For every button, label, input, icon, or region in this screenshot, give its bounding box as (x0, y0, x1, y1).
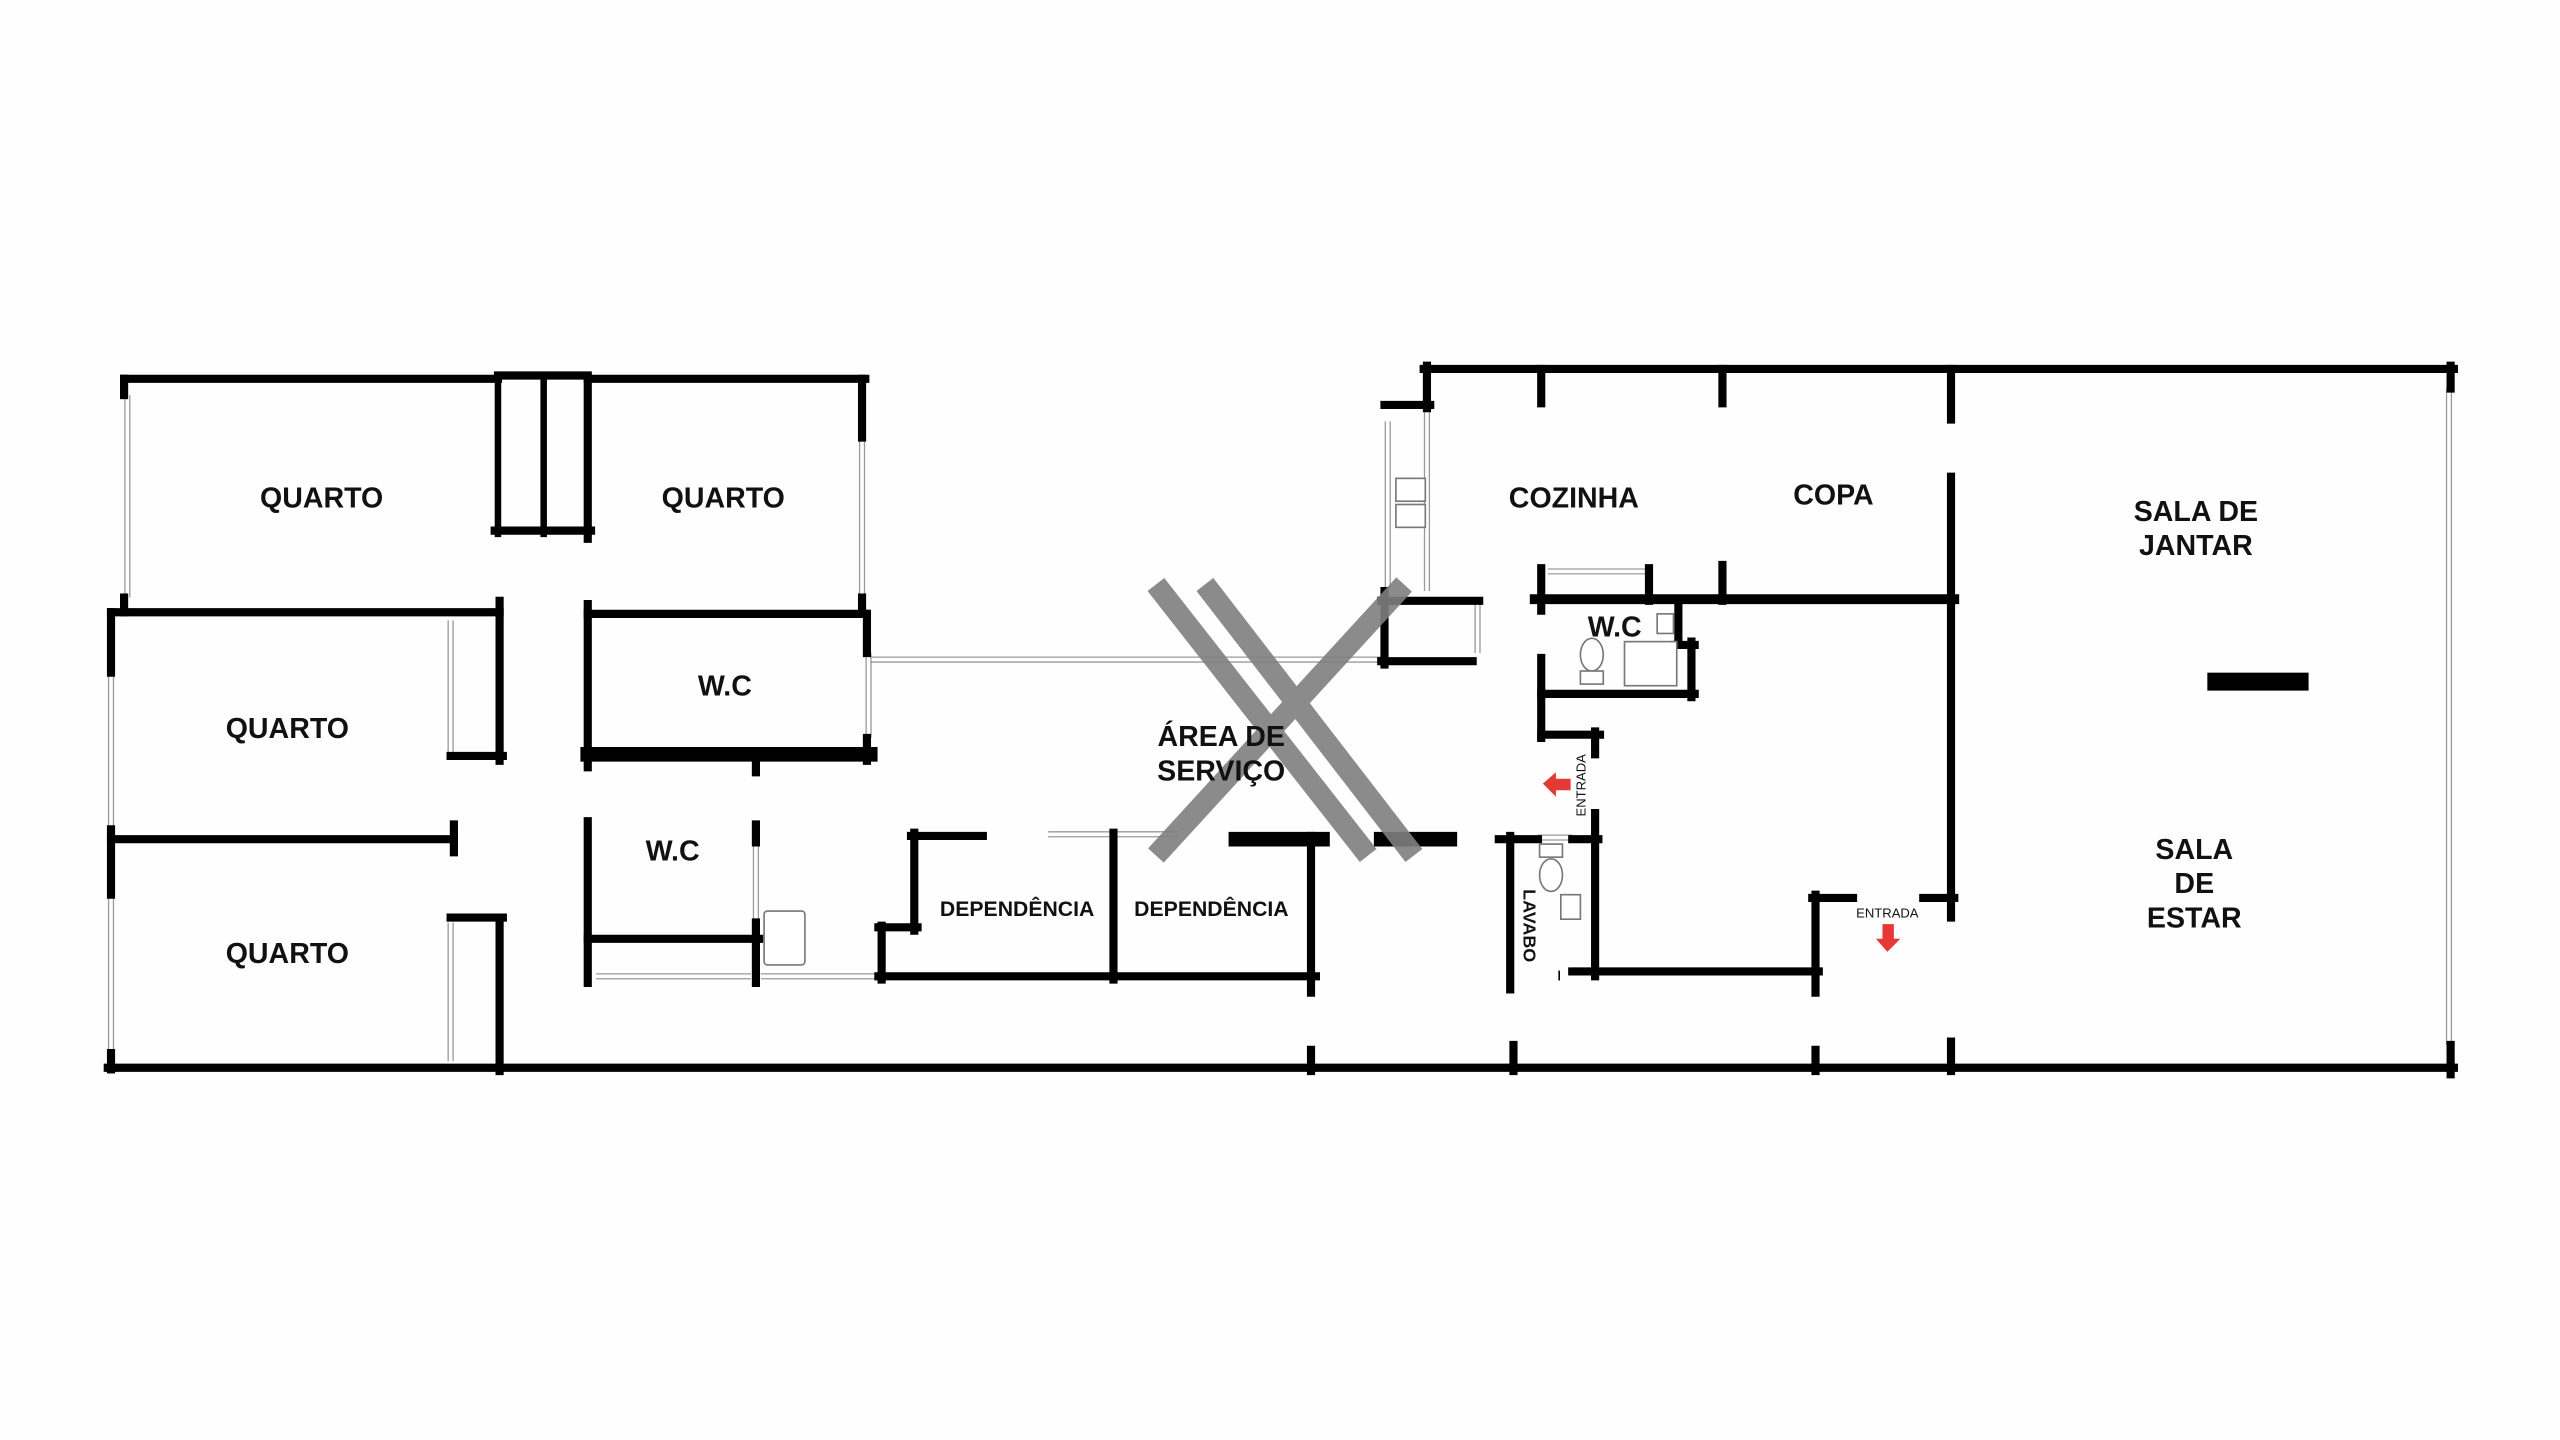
room-label-quarto: QUARTO (662, 483, 785, 515)
room-label-wc: W.C (698, 671, 752, 703)
fixtures (763, 477, 1678, 966)
room-label-lavabo: LAVABO (1519, 889, 1539, 962)
room-label-cozinha: COZINHA (1509, 483, 1639, 515)
room-label-dependencia: DEPENDÊNCIA (940, 896, 1094, 921)
furniture-bar (2207, 672, 2309, 691)
sink-icon (1560, 893, 1582, 920)
room-label-wc: W.C (1588, 612, 1642, 644)
arrow-down-icon (1875, 924, 1901, 952)
room-label-sala-de-estar: SALA (2155, 834, 2233, 866)
room-label-sala-de-jantar: JANTAR (2139, 530, 2253, 562)
entrances: ENTRADA ENTRADA (1542, 754, 1919, 952)
room-label-sala-de-jantar: SALA DE (2134, 496, 2258, 528)
room-labels: QUARTO QUARTO QUARTO QUARTO W.C W.C W.C … (226, 479, 2258, 970)
arrow-left-icon (1542, 772, 1571, 797)
room-label-quarto: QUARTO (226, 713, 349, 745)
shower-icon (1623, 640, 1678, 687)
toilet-tank-icon (1579, 670, 1605, 685)
room-label-quarto: QUARTO (226, 938, 349, 970)
sink-icon (1656, 613, 1675, 635)
entrance-label-main: ENTRADA (1856, 906, 1919, 921)
toilet-tank-icon (1538, 843, 1564, 858)
kitchen-sink-icon (1395, 477, 1427, 503)
room-label-area-de-servico: SERVIÇO (1157, 755, 1285, 787)
toilet-icon (1538, 857, 1564, 893)
room-label-quarto: QUARTO (260, 483, 383, 515)
watermark-logo (1147, 577, 1423, 863)
entrance-label-side: ENTRADA (1573, 754, 1588, 817)
room-label-dependencia: DEPENDÊNCIA (1134, 896, 1288, 921)
room-label-sala-de-estar: ESTAR (2147, 902, 2242, 934)
room-label-sala-de-estar: DE (2174, 868, 2214, 900)
windows (107, 388, 2453, 1062)
kitchen-sink-icon (1395, 503, 1427, 529)
room-label-area-de-servico: ÁREA DE (1157, 719, 1285, 753)
walls (103, 361, 2458, 1079)
laundry-tank-icon (763, 910, 806, 966)
room-label-copa: COPA (1793, 479, 1873, 511)
room-label-wc: W.C (646, 835, 700, 867)
